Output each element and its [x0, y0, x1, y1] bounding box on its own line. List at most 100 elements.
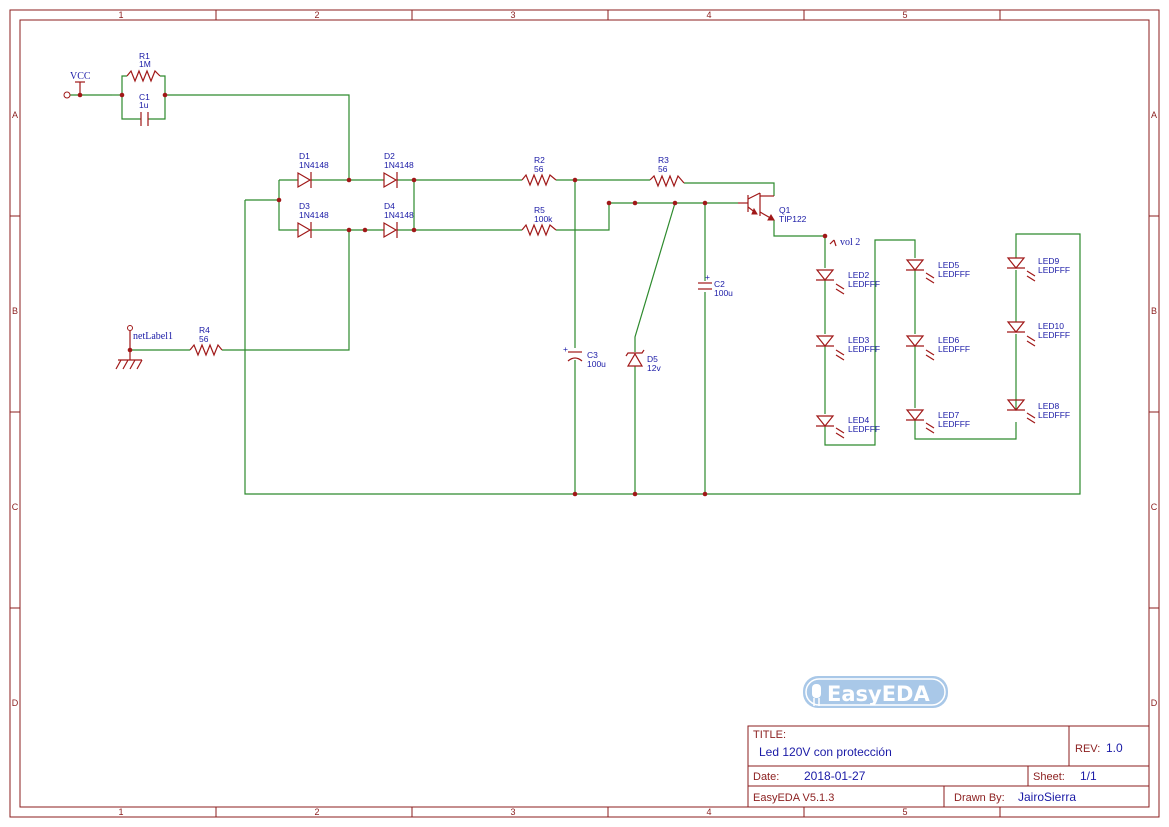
frame-row-label: A: [12, 110, 18, 120]
diode-d2[interactable]: D2 1N4148: [383, 151, 414, 189]
value-led8: LEDFFF: [1038, 410, 1070, 420]
designator-led4: LED4: [848, 415, 870, 425]
value-c3: 100u: [587, 359, 606, 369]
transistor-q1[interactable]: Q1 TIP122: [738, 192, 807, 224]
designator-r5: R5: [534, 205, 545, 215]
led-led4[interactable]: LED4 LEDFFF: [815, 415, 880, 439]
led-led6[interactable]: LED6 LEDFFF: [905, 335, 970, 361]
software-version: EasyEDA V5.1.3: [753, 792, 834, 804]
resistor-r5[interactable]: R5 100k: [521, 205, 557, 237]
led-led8[interactable]: LED8 LEDFFF: [1006, 399, 1070, 424]
frame-col-label: 1: [118, 10, 123, 20]
designator-c3: C3: [587, 350, 598, 360]
value-r1: 1M: [139, 59, 151, 69]
designator-led8: LED8: [1038, 401, 1060, 411]
wires: [70, 75, 1081, 495]
value-d4: 1N4148: [384, 210, 414, 220]
led-led7[interactable]: LED7 LEDFFF: [905, 409, 970, 434]
sheet-frame: 1 2 3 4 5 1 2 3 4 5 A B C D A B C D: [9, 9, 1160, 818]
designator-d2: D2: [384, 151, 395, 161]
led-led10[interactable]: LED10 LEDFFF: [1006, 321, 1070, 347]
value-d5: 12v: [647, 363, 661, 373]
junctions: [77, 92, 828, 497]
title-block: TITLE: Led 120V con protección REV: 1.0 …: [747, 725, 1150, 808]
capacitor-c1[interactable]: C1 1u: [139, 92, 150, 126]
frame-col-label: 1: [118, 807, 123, 817]
designator-led7: LED7: [938, 410, 960, 420]
easyeda-logo-text: EasyEDA: [827, 682, 930, 706]
value-led4: LEDFFF: [848, 424, 880, 434]
resistor-r3[interactable]: R3 56: [649, 155, 685, 188]
frame-row-label: C: [12, 502, 19, 512]
frame-col-label: 3: [510, 10, 515, 20]
led-led2[interactable]: LED2 LEDFFF: [815, 269, 880, 295]
diode-d4[interactable]: D4 1N4148: [383, 201, 414, 239]
capacitor-c2[interactable]: + C2 100u: [698, 272, 733, 298]
frame-col-label: 3: [510, 807, 515, 817]
designator-r1: R1: [139, 51, 150, 61]
designator-led9: LED9: [1038, 256, 1060, 266]
designator-led10: LED10: [1038, 321, 1064, 331]
capacitor-c3[interactable]: + C3 100u: [563, 344, 606, 369]
svg-text:+: +: [705, 272, 710, 282]
led-led3[interactable]: LED3 LEDFFF: [815, 335, 880, 361]
led-led9[interactable]: LED9 LEDFFF: [1006, 256, 1070, 282]
value-led10: LEDFFF: [1038, 330, 1070, 340]
designator-led3: LED3: [848, 335, 870, 345]
designator-d5: D5: [647, 354, 658, 364]
frame-col-label: 4: [706, 807, 711, 817]
designator-led5: LED5: [938, 260, 960, 270]
designator-q1: Q1: [779, 205, 791, 215]
value-c1: 1u: [139, 100, 149, 110]
designator-d4: D4: [384, 201, 395, 211]
designator-led2: LED2: [848, 270, 870, 280]
resistor-r4[interactable]: R4 56: [189, 325, 223, 357]
designator-c1: C1: [139, 92, 150, 102]
svg-text:+: +: [563, 344, 568, 354]
value-led5: LEDFFF: [938, 269, 970, 279]
value-c2: 100u: [714, 288, 733, 298]
net-label-1[interactable]: netLabel1: [115, 325, 173, 370]
resistor-r1[interactable]: R1 1M: [126, 51, 161, 83]
vcc-label: VCC: [70, 71, 91, 82]
value-d2: 1N4148: [384, 160, 414, 170]
value-d3: 1N4148: [299, 210, 329, 220]
value-r5: 100k: [534, 214, 553, 224]
led-led5[interactable]: LED5 LEDFFF: [905, 259, 970, 284]
rev-value: 1.0: [1106, 741, 1123, 755]
diode-d3[interactable]: D3 1N4148: [297, 201, 329, 239]
value-r2: 56: [534, 164, 544, 174]
net-flag-vol2[interactable]: vol 2: [829, 237, 860, 248]
title-label: TITLE:: [753, 729, 786, 741]
frame-row-label: A: [1151, 110, 1157, 120]
frame-row-label: B: [12, 306, 18, 316]
designator-c2: C2: [714, 279, 725, 289]
value-r4: 56: [199, 334, 209, 344]
frame-col-label: 5: [902, 10, 907, 20]
resistor-r2[interactable]: R2 56: [521, 155, 557, 187]
value-q1: TIP122: [779, 214, 807, 224]
vcc-symbol[interactable]: VCC: [63, 71, 91, 99]
frame-row-label: C: [1151, 502, 1158, 512]
designator-d1: D1: [299, 151, 310, 161]
frame-col-label: 2: [314, 807, 319, 817]
frame-row-label: D: [1151, 698, 1158, 708]
sheet-title: Led 120V con protección: [759, 745, 892, 759]
frame-row-label: B: [1151, 306, 1157, 316]
sheet-value: 1/1: [1080, 769, 1097, 783]
designator-r3: R3: [658, 155, 669, 165]
zener-d5[interactable]: D5 12v: [625, 349, 661, 373]
designator-r2: R2: [534, 155, 545, 165]
value-led2: LEDFFF: [848, 279, 880, 289]
easyeda-logo: EasyEDA: [803, 676, 948, 708]
net-flag-vol2-text: vol 2: [840, 237, 860, 248]
frame-col-label: 2: [314, 10, 319, 20]
frame-col-label: 4: [706, 10, 711, 20]
value-led6: LEDFFF: [938, 344, 970, 354]
sheet-label: Sheet:: [1033, 771, 1065, 783]
value-led3: LEDFFF: [848, 344, 880, 354]
value-led9: LEDFFF: [1038, 265, 1070, 275]
value-d1: 1N4148: [299, 160, 329, 170]
diode-d1[interactable]: D1 1N4148: [297, 151, 329, 189]
value-r3: 56: [658, 164, 668, 174]
